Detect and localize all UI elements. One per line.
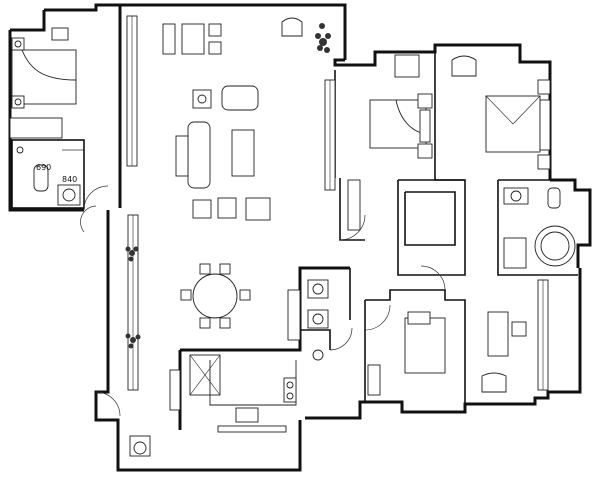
plant-icon	[315, 23, 331, 53]
dimension-label-840: 840	[62, 175, 77, 184]
plants	[125, 23, 331, 349]
bathroom-left: 690 840	[11, 139, 85, 209]
kitchen	[129, 354, 297, 457]
bathroom-master	[503, 187, 576, 269]
bedroom-bottom	[404, 311, 527, 393]
windows	[9, 15, 549, 411]
bedroom-left	[11, 27, 84, 151]
plant-icon	[125, 246, 139, 262]
wc-middle	[307, 279, 329, 361]
exterior-walls	[8, 3, 592, 472]
living-room-furniture	[162, 17, 303, 329]
bedroom-center	[369, 54, 433, 159]
dimension-label-690: 690	[36, 163, 51, 172]
bedroom-master	[451, 55, 551, 170]
doors	[80, 185, 446, 417]
plant-icon	[125, 333, 141, 349]
